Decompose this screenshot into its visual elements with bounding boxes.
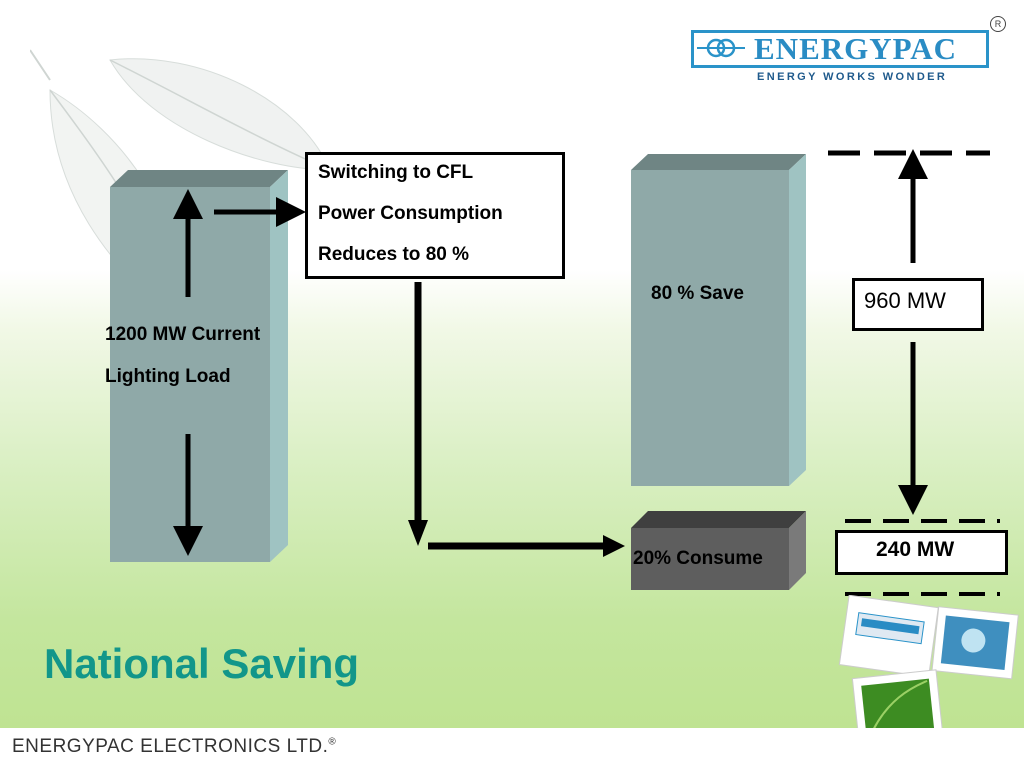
brand-logo-text: ENERGYPAC bbox=[754, 31, 958, 66]
current-load-label-1: 1200 MW Current bbox=[105, 324, 261, 345]
registered-mark-icon: R bbox=[990, 16, 1006, 32]
brand-tagline: ENERGY WORKS WONDER bbox=[757, 71, 948, 83]
logo-symbol-icon bbox=[697, 38, 745, 58]
cfl-text-line-3: Reduces to 80 % bbox=[318, 244, 469, 265]
save-label: 80 % Save bbox=[651, 283, 744, 304]
save-bar bbox=[631, 154, 806, 486]
current-load-label-2: Lighting Load bbox=[105, 366, 231, 387]
consume-label: 20% Consume bbox=[633, 548, 763, 569]
brand-logo-frame bbox=[691, 30, 989, 68]
footer-registered-mark: ® bbox=[328, 736, 337, 748]
footer-company-name: ENERGYPAC ELECTRONICS LTD. bbox=[12, 736, 329, 757]
consume-bar bbox=[631, 511, 806, 590]
cfl-text-line-1: Switching to CFL bbox=[318, 162, 474, 183]
save-value: 960 MW bbox=[864, 288, 946, 313]
cfl-text-box bbox=[305, 152, 565, 279]
footer-bar bbox=[0, 728, 1024, 768]
consume-value: 240 MW bbox=[876, 538, 955, 561]
consume-value-box bbox=[835, 530, 1008, 575]
cfl-text-line-2: Power Consumption bbox=[318, 203, 503, 224]
footer-company: ENERGYPAC ELECTRONICS LTD.® bbox=[12, 736, 336, 758]
save-value-box bbox=[852, 278, 984, 331]
slide-title: National Saving bbox=[44, 640, 360, 687]
